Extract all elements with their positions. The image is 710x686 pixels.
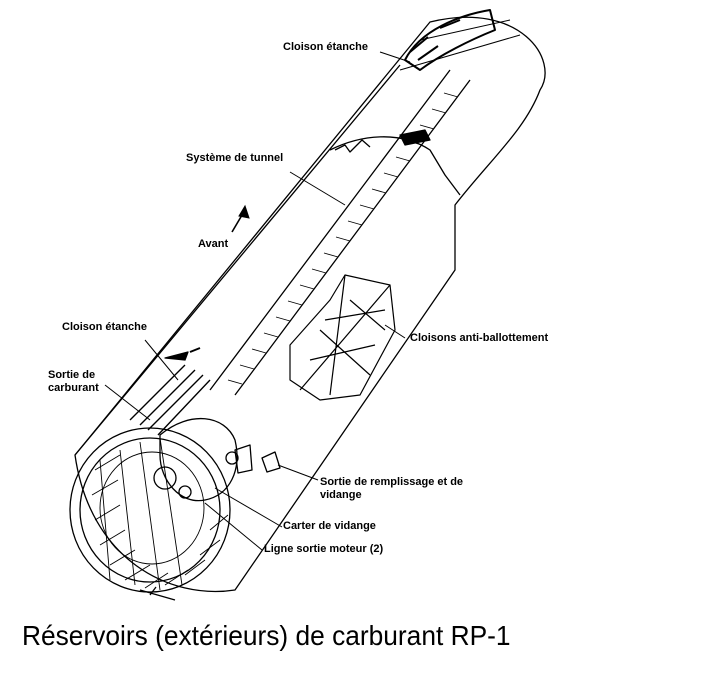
label-cloison-left: Cloison étanche — [62, 321, 147, 333]
label-carter: Carter de vidange — [283, 520, 376, 532]
leader-lines — [104, 51, 411, 551]
tunnel-ribs — [227, 92, 459, 385]
label-remplissage-2: vidange — [320, 489, 362, 501]
fill-drain-port — [261, 451, 281, 473]
tunnel-tube — [209, 19, 521, 396]
top-bulkhead — [404, 9, 496, 71]
label-sortie-carburant-1: Sortie de — [48, 369, 96, 381]
label-sortie-carburant-2: carburant — [48, 382, 99, 394]
label-avant: Avant — [198, 238, 229, 250]
fuel-lines — [129, 364, 211, 436]
label-cloison-top: Cloison étanche — [283, 41, 368, 53]
cutaway-ring — [334, 139, 371, 153]
sump — [153, 417, 253, 502]
cutaway-edge — [329, 136, 461, 196]
tank-top-edge — [74, 64, 401, 456]
forward-arrow-icon — [231, 204, 250, 233]
label-ligne: Ligne sortie moteur (2) — [264, 543, 384, 555]
page-title: Réservoirs (extérieurs) de carburant RP-… — [22, 620, 511, 651]
label-remplissage-1: Sortie de remplissage et de — [320, 476, 464, 488]
tank-body — [74, 16, 546, 593]
label-anti-ballottement: Cloisons anti-ballottement — [410, 332, 549, 344]
label-tunnel: Système de tunnel — [186, 152, 284, 164]
anti-slosh-bulkheads — [289, 274, 396, 401]
front-ring — [69, 427, 231, 593]
frame-stringers — [91, 437, 229, 591]
